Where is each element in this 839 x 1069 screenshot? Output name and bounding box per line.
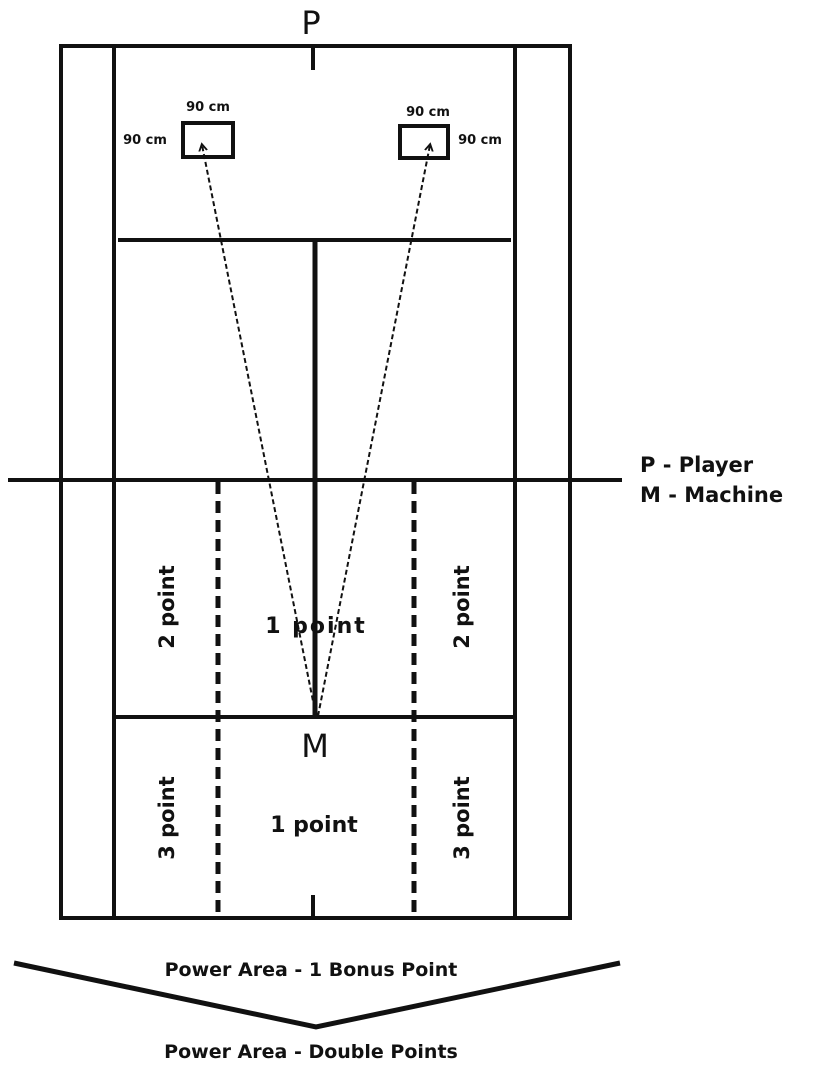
zone-label-right-upper: 2 point	[450, 565, 474, 649]
left-box-top-dimension: 90 cm	[186, 100, 230, 115]
power-area-chevron	[13, 960, 621, 1030]
trajectory-to-right-box	[317, 145, 430, 717]
left-target-box	[181, 121, 235, 159]
left-box-side-dimension: 90 cm	[123, 133, 167, 148]
power-area-double-label: Power Area - Double Points	[164, 1041, 458, 1063]
zone-label-center-lower: 1 point	[270, 813, 358, 838]
right-box-side-dimension: 90 cm	[458, 133, 502, 148]
trajectory-to-left-box	[202, 145, 317, 717]
zone-label-left-upper: 2 point	[155, 565, 179, 649]
right-target-box	[398, 124, 450, 160]
zone-label-left-lower: 3 point	[155, 776, 179, 860]
right-box-top-dimension: 90 cm	[406, 105, 450, 120]
power-area-bonus-label: Power Area - 1 Bonus Point	[165, 959, 458, 981]
zone-label-right-lower: 3 point	[450, 776, 474, 860]
machine-marker: M	[301, 727, 329, 765]
player-marker: P	[301, 4, 320, 42]
legend-machine: M - Machine	[640, 483, 783, 507]
legend-player: P - Player	[640, 453, 754, 477]
zone-label-center-upper: 1 point	[265, 614, 367, 639]
